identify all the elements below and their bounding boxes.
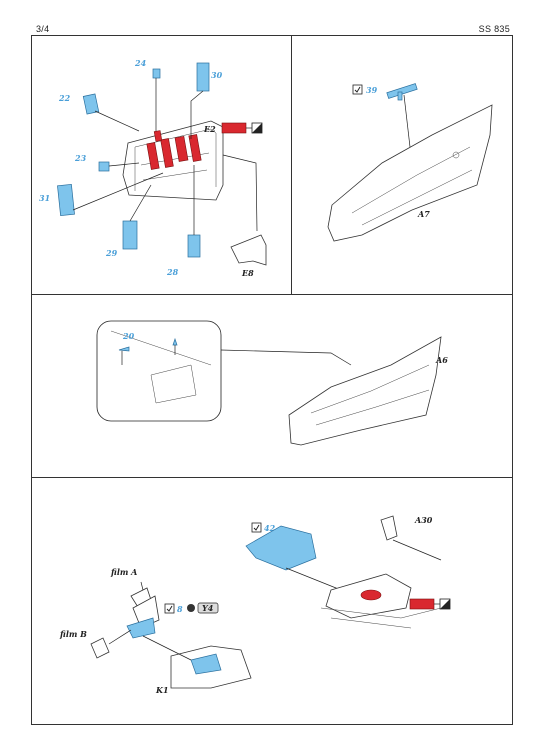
callout-28: 28 xyxy=(166,267,179,277)
red-face-3 xyxy=(174,135,189,162)
panel2-drawing: 39 A7 xyxy=(327,83,493,242)
callout-29: 29 xyxy=(105,248,118,258)
paint-swatch-red-2 xyxy=(409,598,435,610)
pe-part-28 xyxy=(187,234,201,258)
red-face-4 xyxy=(188,134,202,162)
ref-a7: A7 xyxy=(417,209,430,219)
panel-side-console-detail: 20 A6 xyxy=(31,294,513,477)
red-detail xyxy=(360,589,382,601)
red-face-1 xyxy=(146,142,160,170)
ref-e8: E8 xyxy=(241,268,254,278)
pe-part-29 xyxy=(122,220,138,250)
page-number: 3/4 xyxy=(36,24,50,34)
check-box-icon-2 xyxy=(164,603,175,614)
pe-panel-k1 xyxy=(190,653,222,675)
red-face-2 xyxy=(160,138,174,168)
callout-39: 39 xyxy=(366,85,378,95)
ref-a30: A30 xyxy=(414,515,433,525)
side-console-a7 xyxy=(327,104,493,242)
callout-8: 8 xyxy=(177,604,183,614)
callout-24: 24 xyxy=(134,58,147,68)
pe-part-22 xyxy=(82,93,100,115)
pe-part-39 xyxy=(386,83,418,99)
ref-k1: K1 xyxy=(155,685,169,695)
callout-22: 22 xyxy=(58,93,71,103)
panel1-drawing: 24 30 22 23 31 29 28 E2 E8 xyxy=(39,58,267,278)
part-a30 xyxy=(380,515,398,541)
pe-part-30 xyxy=(196,62,210,92)
panel-instrument-panel: 24 30 22 23 31 29 28 E2 E8 xyxy=(31,35,292,294)
pe-cover-42 xyxy=(245,525,317,571)
paint-swatch-red xyxy=(221,122,247,134)
detail-callout-box xyxy=(96,320,222,422)
instruction-code: SS 835 xyxy=(478,24,510,34)
e8-part xyxy=(230,234,267,266)
red-face-5 xyxy=(153,130,163,142)
label-film-a: film A xyxy=(110,567,137,577)
pe-part-31 xyxy=(57,183,75,217)
callout-20: 20 xyxy=(122,331,135,341)
panel-side-console: 39 A7 xyxy=(292,35,513,294)
callout-31: 31 xyxy=(39,193,50,203)
ref-a6: A6 xyxy=(435,355,448,365)
pe-part-20 xyxy=(118,346,130,352)
check-box-icon-3 xyxy=(251,522,262,533)
instruction-sheet-frame xyxy=(31,35,513,725)
callout-30: 30 xyxy=(211,70,223,80)
glue-dot-icon xyxy=(187,604,195,612)
check-box-icon xyxy=(352,84,363,95)
code-y4-badge xyxy=(197,602,219,614)
side-console-a6 xyxy=(288,336,442,446)
hud-frame xyxy=(126,617,156,639)
pe-part-23 xyxy=(98,161,110,172)
pe-part-24 xyxy=(152,68,161,79)
panel4-drawing: film A film B 8 Y4 K1 42 A30 xyxy=(59,515,451,695)
panel-cockpit-cover: film A film B 8 Y4 K1 42 A30 xyxy=(31,477,513,725)
panel3-drawing: 20 A6 xyxy=(96,320,448,446)
label-film-b: film B xyxy=(59,629,87,639)
paint-code-e2: E2 xyxy=(203,124,216,134)
code-y4: Y4 xyxy=(202,603,214,613)
film-b-sheet xyxy=(90,637,110,659)
callout-23: 23 xyxy=(74,153,87,163)
callout-42: 42 xyxy=(264,523,276,533)
